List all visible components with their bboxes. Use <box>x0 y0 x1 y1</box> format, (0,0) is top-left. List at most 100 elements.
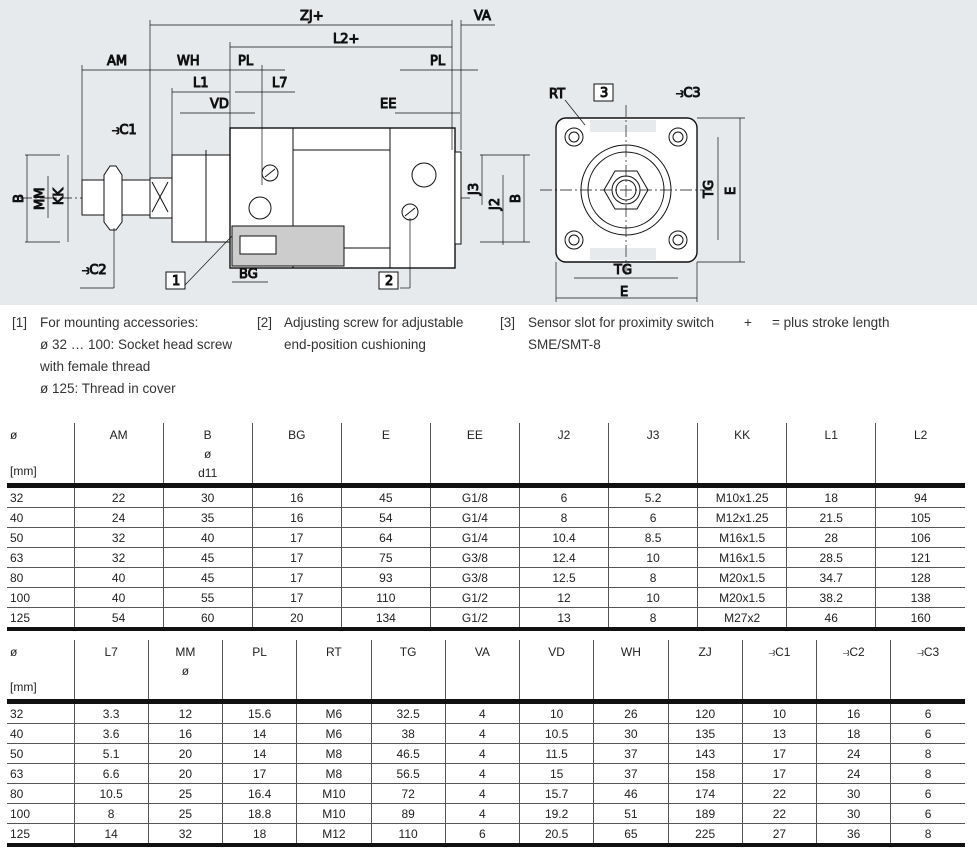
header-text: KK <box>734 428 751 442</box>
column-header: VA <box>445 640 521 704</box>
label-zj: ZJ+ <box>300 9 324 24</box>
table-cell: 63 <box>7 547 75 568</box>
label-pl: PL <box>430 54 446 69</box>
table-cell: 38.2 <box>786 587 877 608</box>
table-cell: 30 <box>816 803 892 824</box>
table-cell: 15.7 <box>519 783 595 804</box>
table-cell: 17 <box>252 527 342 548</box>
table-cell: M12x1.25 <box>697 507 788 528</box>
column-header: L7 <box>74 640 149 704</box>
header-text: ⥽C3 <box>917 645 940 659</box>
table-cell: 8 <box>519 507 610 528</box>
callout-1: 1 <box>172 274 180 289</box>
callout-2: 2 <box>385 274 393 289</box>
table-cell: 30 <box>163 485 253 508</box>
table-cell: 18.8 <box>222 803 298 824</box>
table-cell: 35 <box>163 507 253 528</box>
label-wrench1: ⥽C1 <box>112 123 137 138</box>
table-cell: 4 <box>445 803 521 824</box>
table-cell: M16x1.5 <box>697 527 788 548</box>
table-cell: 19.2 <box>519 803 595 824</box>
table-cell: 40 <box>7 723 75 744</box>
label-va: VA <box>474 9 491 24</box>
table-cell: M10 <box>296 803 372 824</box>
label-am: AM <box>107 54 127 69</box>
label-ee: EE <box>380 97 396 112</box>
table-cell: 106 <box>875 527 965 548</box>
side-view <box>20 127 470 269</box>
table-cell: 40 <box>74 587 164 608</box>
table-cell: 80 <box>7 783 75 804</box>
label-mm: MM <box>33 188 48 210</box>
column-header: ø[mm] <box>7 640 75 704</box>
header-text: ø <box>10 645 18 659</box>
table-cell: 5.1 <box>74 743 149 764</box>
column-header: WH <box>593 640 669 704</box>
table-cell: 10 <box>608 587 699 608</box>
header-text: EE <box>466 428 483 442</box>
table-cell: 55 <box>163 587 253 608</box>
table-cell: 110 <box>371 823 446 847</box>
label-vd: VD <box>210 97 229 112</box>
table-cell: 3.6 <box>74 723 149 744</box>
table-cell: 40 <box>7 507 75 528</box>
table-cell: 4 <box>445 783 521 804</box>
header-text: ⥽C2 <box>842 645 865 659</box>
column-header: EE <box>430 423 520 488</box>
header-text: J3 <box>646 428 660 442</box>
table-cell: 37 <box>593 743 669 764</box>
label-wrench3: ⥽C3 <box>676 86 701 101</box>
table-cell: G1/2 <box>430 587 520 608</box>
label-bg: BG <box>239 267 258 282</box>
legend-text: end-position cushioning <box>284 337 426 352</box>
table-cell: 5.2 <box>608 485 699 508</box>
legend-text: = plus stroke length <box>772 315 890 330</box>
callout-3: 3 <box>600 86 608 101</box>
table-cell: 32 <box>148 823 224 847</box>
table-cell: 17 <box>252 567 342 588</box>
table-cell: 56.5 <box>371 763 446 784</box>
table-cell: 10.5 <box>74 783 149 804</box>
table-cell: 25 <box>148 783 224 804</box>
header-text: MM <box>175 645 196 659</box>
table-cell: 10.5 <box>519 723 595 744</box>
table-cell: 22 <box>74 485 164 508</box>
table-cell: 32 <box>7 485 75 508</box>
header-text: E <box>381 428 390 442</box>
table-cell: 6.6 <box>74 763 149 784</box>
header-text: ZJ <box>698 645 712 659</box>
header-text: B <box>203 428 212 442</box>
table-cell: 27 <box>742 823 818 847</box>
dimension-lines <box>25 20 530 289</box>
table-cell: 22 <box>742 803 818 824</box>
table-cell: 14 <box>222 743 298 764</box>
table-cell: 125 <box>7 607 75 631</box>
label-wh: WH <box>177 54 200 69</box>
table-cell: G1/4 <box>430 507 520 528</box>
table-cell: 45 <box>163 567 253 588</box>
table-cell: 34.7 <box>786 567 877 588</box>
column-header: ø[mm] <box>7 423 75 488</box>
table-cell: 50 <box>7 743 75 764</box>
header-text: L2 <box>913 428 928 442</box>
column-header: E <box>341 423 431 488</box>
table-cell: 13 <box>519 607 610 631</box>
column-header: ⥽C3 <box>890 640 965 704</box>
label-wrench2: ⥽C2 <box>82 263 107 278</box>
header-text: RT <box>325 645 342 659</box>
table-cell: 45 <box>163 547 253 568</box>
table-cell: 32 <box>7 701 75 724</box>
label-b: B <box>12 194 27 203</box>
table-cell: 17 <box>252 587 342 608</box>
table-cell: G1/4 <box>430 527 520 548</box>
table-cell: 16 <box>816 701 892 724</box>
table-cell: 17 <box>742 743 818 764</box>
